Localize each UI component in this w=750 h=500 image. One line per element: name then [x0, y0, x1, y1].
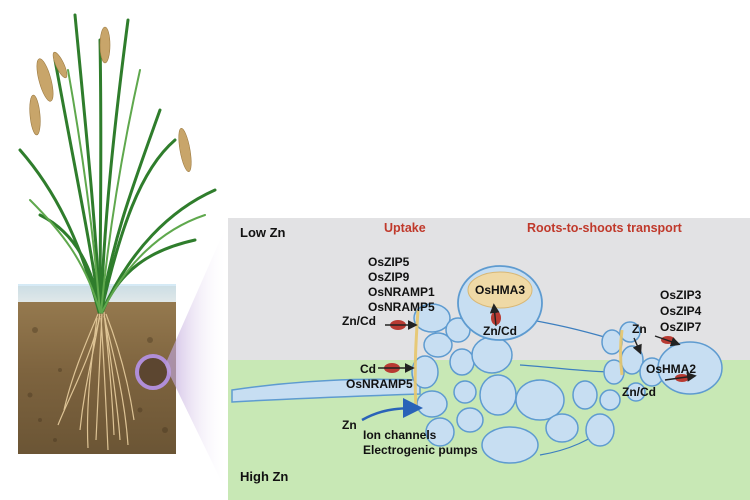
transporter-oshma3 [491, 311, 501, 325]
rice-plant-illustration [18, 13, 217, 454]
roots [57, 311, 135, 451]
flow-arrows [361, 303, 697, 422]
membrane-highlights [413, 309, 624, 411]
arrow-zn-channels [361, 398, 423, 422]
electrogenic-pumps-label: Electrogenic pumps [363, 443, 478, 457]
gene-oszip3: OsZIP3 [660, 288, 702, 302]
gene-oszip9: OsZIP9 [368, 270, 410, 284]
gene-osnramp1: OsNRAMP1 [368, 285, 435, 299]
gene-oszip5: OsZIP5 [368, 255, 410, 269]
ion-channels-label: Ion channels [363, 428, 437, 442]
arrow-zn-right [632, 337, 642, 355]
gene-osnramp5: OsNRAMP5 [368, 300, 435, 314]
arrow-oshma2 [664, 372, 697, 382]
arrow-right-zip [654, 335, 681, 347]
arrow-oshma3 [489, 303, 500, 327]
uptake-header: Uptake [384, 221, 426, 235]
oshma3-zncd-label: Zn/Cd [483, 324, 517, 338]
osnramp5-label: OsNRAMP5 [346, 377, 413, 391]
zoom-circle [135, 354, 171, 390]
oshma3-label: OsHMA3 [475, 283, 526, 297]
gene-oszip7: OsZIP7 [660, 320, 702, 334]
gene-oszip4: OsZIP4 [660, 304, 702, 318]
root-hair [231, 378, 421, 403]
zn-label: Zn [342, 418, 357, 432]
oshma2-label: OsHMA2 [646, 362, 697, 376]
oshma3-cell [457, 265, 543, 341]
root-cells [411, 303, 723, 464]
zn-right-label: Zn [632, 322, 647, 336]
zncd-right-label: Zn/Cd [622, 385, 656, 399]
grain-panicles [29, 26, 192, 172]
zncd-left-label: Zn/Cd [342, 314, 376, 328]
transport-header: Roots-to-shoots transport [527, 221, 682, 235]
cd-label: Cd [360, 362, 376, 376]
leaves-light [29, 69, 206, 313]
zoom-cone [165, 222, 228, 495]
low-zn-label: Low Zn [240, 225, 286, 240]
high-zn-label: High Zn [240, 469, 289, 484]
